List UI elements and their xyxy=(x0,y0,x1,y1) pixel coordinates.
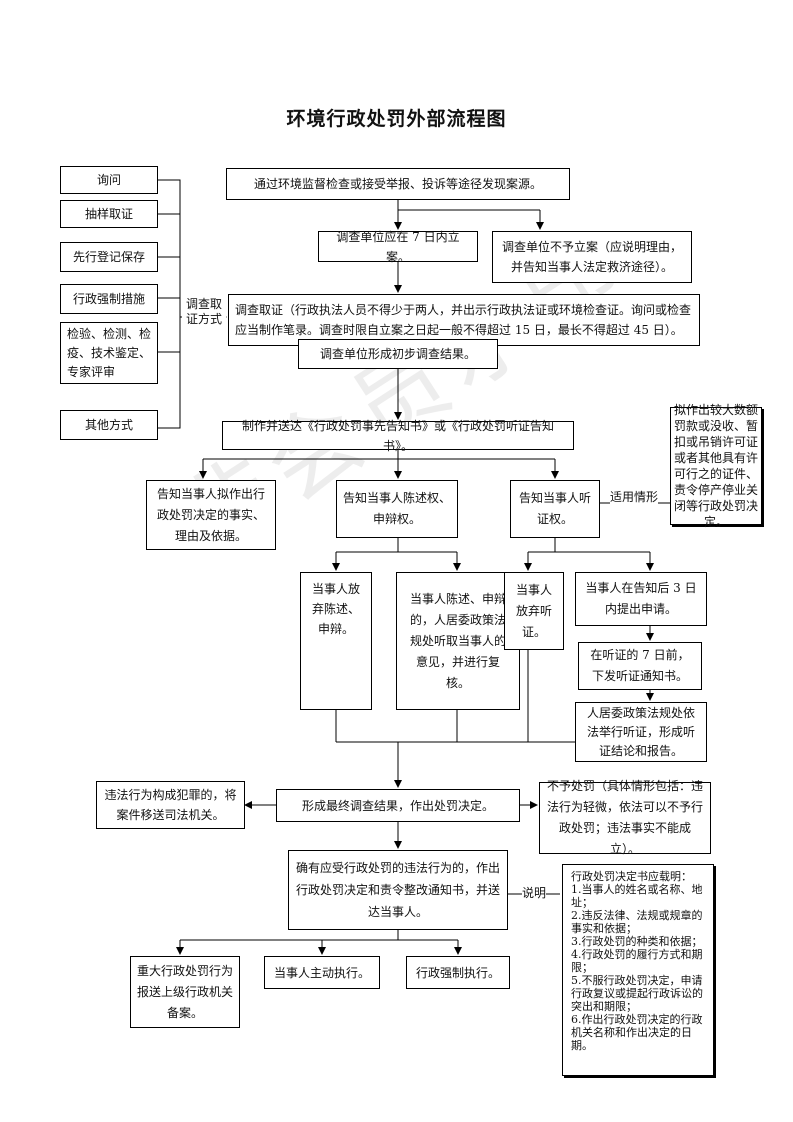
method-sampling: 抽样取证 xyxy=(60,200,158,228)
send-notice: 制作并送达《行政处罚事先告知书》或《行政处罚听证告知书》。 xyxy=(222,419,574,453)
inform-defense: 告知当事人陈述权、申辩权。 xyxy=(336,480,458,538)
final-result: 形成最终调查结果，作出处罚决定。 xyxy=(276,789,520,822)
forced-execution: 行政强制执行。 xyxy=(406,956,510,989)
explain-label: 说明 xyxy=(522,886,547,901)
method-preregistration: 先行登记保存 xyxy=(60,242,158,272)
voluntary-execution: 当事人主动执行。 xyxy=(264,956,380,989)
waive-hearing: 当事人放弃听证。 xyxy=(504,572,564,650)
no-penalty: 不予处罚（具体情形包括：违法行为轻微，依法可以不予行政处罚；违法事实不能成立）。 xyxy=(539,779,711,856)
hearing-notice: 在听证的 7 日前，下发听证通知书。 xyxy=(578,642,702,690)
method-compulsory: 行政强制措施 xyxy=(60,284,158,314)
preliminary-result: 调查单位形成初步调查结果。 xyxy=(298,339,498,369)
no-case: 调查单位不予立案（应说明理由，并告知当事人法定救济途径）。 xyxy=(492,231,692,283)
discover-case: 通过环境监督检查或接受举报、投诉等途径发现案源。 xyxy=(226,168,570,200)
hearing-scope: 拟作出较大数额罚款或没收、暂扣或吊销许可证或者其他具有许可行之的证件、责令停产停… xyxy=(670,403,762,529)
method-inspection: 检验、检测、检疫、技术鉴定、专家评审 xyxy=(60,322,158,384)
transfer-judicial: 违法行为构成犯罪的，将案件移送司法机关。 xyxy=(96,781,245,829)
report-major: 重大行政处罚行为报送上级行政机关备案。 xyxy=(130,956,240,1028)
page-title: 环境行政处罚外部流程图 xyxy=(286,108,507,130)
issue-decision: 确有应受行政处罚的违法行为的，作出行政处罚决定和责令整改通知书，并送达当事人。 xyxy=(288,850,508,930)
apply-hearing: 当事人在告知后 3 日内提出申请。 xyxy=(575,572,707,626)
hold-hearing: 人居委政策法规处依法举行听证，形成听证结论和报告。 xyxy=(575,702,707,762)
method-inquiry: 询问 xyxy=(60,166,158,194)
hearing-scope-label: 适用情形 xyxy=(610,490,659,505)
methods-label: 调查取证方式 xyxy=(182,297,226,327)
inform-hearing: 告知当事人听证权。 xyxy=(510,480,600,538)
decision-contents: 行政处罚决定书应载明： 1.当事人的姓名或名称、地址； 2.违反法律、法规或规章… xyxy=(562,864,714,1076)
make-defense: 当事人陈述、申辩的，人居委政策法规处听取当事人的意见，并进行复核。 xyxy=(396,572,520,710)
file-case: 调查单位应在 7 日内立案。 xyxy=(318,230,478,264)
waive-defense: 当事人放弃陈述、申辩。 xyxy=(300,572,372,710)
method-other: 其他方式 xyxy=(60,410,158,440)
inform-facts: 告知当事人拟作出行政处罚决定的事实、理由及依据。 xyxy=(146,480,276,550)
